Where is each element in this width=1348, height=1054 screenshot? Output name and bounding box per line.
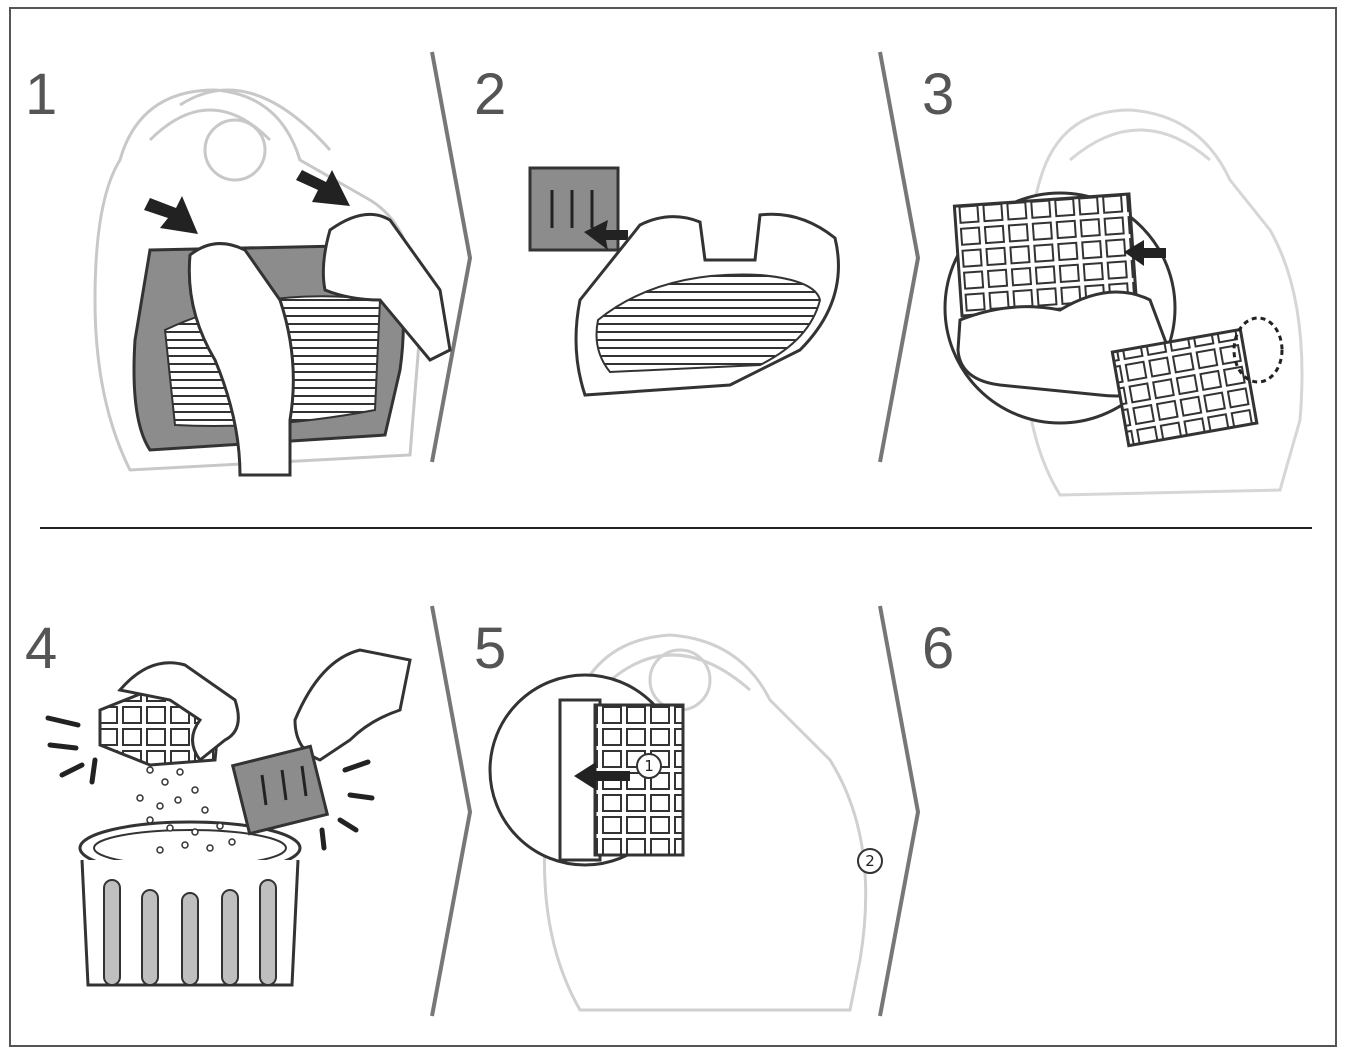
step-number-1: 1: [25, 62, 58, 127]
trash-can-icon: [78, 820, 302, 987]
callout-1: 1: [636, 753, 662, 779]
filter-icon: [230, 744, 330, 836]
hand-icon: [187, 242, 295, 477]
dashed-circle-icon: [1232, 316, 1284, 384]
dust-particles: [136, 766, 236, 854]
step-number-4: 4: [25, 616, 58, 681]
step-number-5: 5: [474, 616, 507, 681]
step-number-6: 6: [922, 616, 955, 681]
arrow-icon: [574, 762, 630, 790]
step-1-illustration: [93, 88, 452, 477]
step-5-illustration: [488, 633, 868, 1012]
callout-2: 2: [857, 848, 883, 874]
step-chevron: [430, 605, 473, 1017]
step-chevron: [430, 51, 473, 463]
shake-lines: [45, 715, 375, 851]
arrow-icon: [144, 196, 198, 234]
step-number-3: 3: [922, 62, 955, 127]
step-3-illustration: [943, 108, 1304, 497]
arrow-icon: [584, 220, 628, 250]
step-2-illustration: [528, 166, 840, 397]
arrow-icon: [296, 170, 350, 206]
hand-icon: [117, 661, 240, 763]
grille: [595, 273, 822, 374]
step-4-illustration: [45, 648, 412, 987]
hand-icon: [293, 648, 412, 762]
arrow-icon: [1124, 240, 1166, 266]
step-number-2: 2: [474, 62, 507, 127]
step-chevron: [878, 51, 921, 463]
hand-icon: [321, 212, 452, 362]
step-chevron: [878, 605, 921, 1017]
diagram-frame: [9, 7, 1337, 1047]
filter-icon: [1110, 327, 1259, 448]
